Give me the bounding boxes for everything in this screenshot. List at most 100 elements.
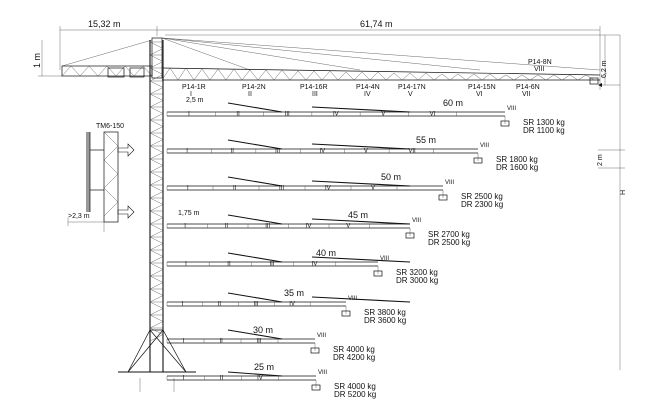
jib-section-label: V	[381, 112, 385, 118]
top-section-code-1: P14-1R	[182, 84, 206, 91]
jib-section-label: VIII	[317, 333, 326, 339]
top-section-code-6: P14-15N	[468, 84, 496, 91]
jib-length-label: 40 m	[316, 248, 336, 258]
capacity-dr: DR 1100 kg	[523, 126, 565, 135]
jib-length-label: 45 m	[348, 210, 368, 220]
jib-length-label: 30 m	[253, 325, 273, 335]
capacity-sr: SR 2700 kg	[428, 230, 470, 239]
capacity-dr: DR 2500 kg	[428, 238, 470, 247]
jib-section-label: V	[371, 186, 375, 192]
jib-section-label: IV	[333, 112, 339, 118]
jib-length-label: 60 m	[443, 98, 463, 108]
top-tip-section: VIII	[534, 66, 545, 73]
jib-stay	[311, 296, 411, 303]
jib-section-label: III	[254, 302, 259, 308]
jib-section-label: III	[275, 149, 280, 155]
jib-stay	[227, 214, 283, 225]
capacity-sr: SR 4000 kg	[333, 345, 375, 354]
jib-section-label: II	[225, 224, 229, 230]
top-section-roman-2: II	[248, 91, 252, 98]
jib-stay	[311, 256, 411, 263]
jib-section-label: VII	[408, 149, 416, 155]
jib-section-label: II	[227, 262, 231, 268]
counter-jib-length: 15,32 m	[88, 19, 121, 29]
jib-section-label: IV	[325, 186, 331, 192]
jib-length-label: 55 m	[416, 135, 436, 145]
jib-section-label: VIII	[507, 106, 516, 112]
hook-block	[438, 194, 448, 201]
jib-section-label: VIII	[318, 370, 327, 376]
capacity-sr: SR 1300 kg	[523, 118, 565, 127]
hook-block	[341, 310, 351, 317]
jib-length-label: 50 m	[381, 172, 401, 182]
top-section-code-7: P14-6N	[516, 84, 540, 91]
jib-section-label: I	[185, 262, 187, 268]
tip-height: 1 m	[32, 53, 42, 68]
capacity-sr: SR 2500 kg	[461, 192, 503, 201]
capacity-sr: SR 4000 kg	[334, 382, 376, 391]
top-section-labels: P14-1R I P14-2N II P14-16R III P14-4N IV…	[182, 59, 552, 104]
jib-section-label: III	[279, 186, 284, 192]
jib-stay	[311, 180, 411, 187]
top-section-code-5: P14-17N	[398, 84, 426, 91]
jib-section-label: VI	[430, 112, 436, 118]
jib-section-label: V	[346, 224, 350, 230]
capacity-dr: DR 4200 kg	[333, 353, 375, 362]
jib-section-label: III	[285, 112, 290, 118]
hook-block	[473, 157, 483, 164]
jib-section-label: I	[187, 186, 189, 192]
jib-stay	[227, 292, 283, 303]
right-dimension: 2 m	[597, 154, 604, 166]
tower-head	[151, 37, 601, 79]
jib-stay	[227, 329, 283, 340]
jib-section-label: IV	[320, 149, 326, 155]
jib-section-label: VIII	[412, 218, 421, 224]
top-section-code-3: P14-16R	[300, 84, 328, 91]
jib-section-label: II	[220, 339, 224, 345]
jib-section-label: VIII	[480, 143, 489, 149]
jib-stay	[227, 176, 283, 187]
capacity-dr: DR 2300 kg	[461, 200, 503, 209]
main-jib	[161, 67, 601, 85]
jib-section-label: III	[270, 262, 275, 268]
counter-jib	[61, 39, 153, 78]
jib-section-label: V	[364, 149, 368, 155]
jib-section-label: I	[183, 339, 185, 345]
jib-stay	[227, 371, 283, 377]
dimension-lines	[38, 26, 625, 370]
hook-block	[500, 120, 510, 127]
jib-section-label: I	[184, 224, 186, 230]
jib-section-label: I	[183, 376, 185, 382]
height-symbol: H	[620, 190, 627, 195]
jib-section-label: II	[220, 376, 224, 382]
jib-stay	[311, 106, 411, 113]
top-section-roman-6: VI	[476, 91, 483, 98]
jib-section-label: I	[182, 302, 184, 308]
jib-section-label: IV	[257, 376, 263, 382]
top-section-code-2: P14-2N	[242, 84, 266, 91]
capacity-dr: DR 1600 kg	[496, 163, 538, 172]
top-section-code-4: P14-4N	[356, 84, 380, 91]
tower-mast	[118, 40, 196, 392]
capacity-sr: SR 3200 kg	[396, 268, 438, 277]
jib-stay	[311, 143, 411, 150]
jib-section-label: III	[257, 339, 262, 345]
jib-section-label: II	[233, 186, 237, 192]
jib-section-label: IV	[289, 302, 295, 308]
jib-section-label: VIII	[445, 180, 454, 186]
top-section-roman-3: III	[312, 91, 318, 98]
jib-section-label: II	[236, 112, 240, 118]
top-tip-label: P14-8N	[528, 59, 552, 66]
top-section-roman-7: VII	[522, 91, 531, 98]
base-offset: 2,5 m	[186, 97, 204, 104]
jib-section-label: I	[186, 149, 188, 155]
capacity-sr: SR 1800 kg	[496, 155, 538, 164]
jib-section-label: VIII	[380, 256, 389, 262]
